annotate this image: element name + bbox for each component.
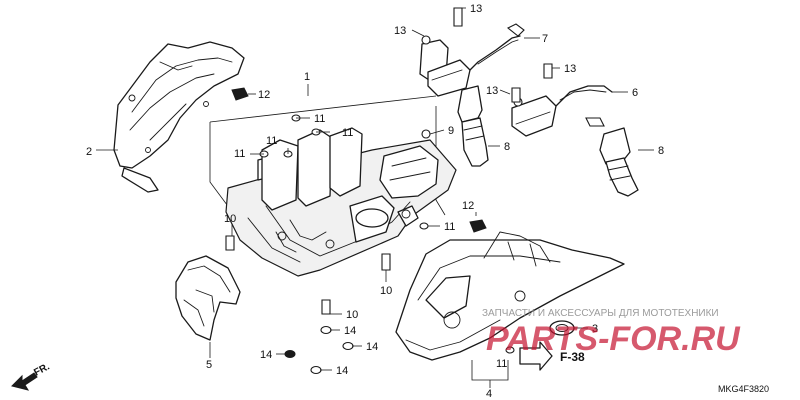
leader-lines	[96, 7, 654, 388]
air-duct	[175, 255, 241, 341]
callout-7: 7	[542, 33, 548, 45]
callout-10c: 10	[346, 309, 358, 321]
side-cover-left	[113, 41, 245, 193]
hardware-fasteners	[225, 7, 553, 375]
callout-14b: 14	[344, 325, 356, 337]
callout-11d: 11	[234, 148, 245, 160]
plug-cap-8b	[599, 127, 639, 197]
callout-2: 2	[86, 146, 92, 158]
callout-3: 3	[592, 323, 598, 335]
callout-13a: 13	[470, 3, 482, 15]
callout-13c: 13	[564, 63, 576, 75]
callout-10b: 10	[380, 285, 392, 297]
callout-11a: 11	[314, 113, 325, 125]
direction-label: FR.	[32, 361, 52, 378]
front-direction-indicator: FR.	[11, 361, 52, 391]
watermark-tagline: ЗАПЧАСТИ И АКСЕССУАРЫ ДЛЯ МОТОТЕХНИКИ	[482, 308, 719, 319]
callout-14d: 14	[336, 365, 348, 377]
callout-8b: 8	[658, 145, 664, 157]
callout-13d: 13	[486, 85, 498, 97]
callout-11f: 11	[496, 358, 507, 370]
callout-4: 4	[486, 388, 492, 400]
air-cleaner-housing	[225, 127, 457, 277]
reference-label: F-38	[560, 350, 585, 364]
callout-11c: 11	[266, 135, 277, 147]
callout-9: 9	[448, 125, 454, 137]
callout-12b: 12	[462, 200, 474, 212]
ignition-coil-7	[419, 23, 525, 97]
ignition-coil-6	[511, 85, 613, 137]
callout-8a: 8	[504, 141, 510, 153]
side-cover-right	[395, 231, 625, 361]
callout-6: 6	[632, 87, 638, 99]
reference-arrow: F-38	[519, 341, 585, 371]
callout-14a: 14	[260, 349, 272, 361]
callout-5: 5	[206, 359, 212, 371]
callout-14c: 14	[366, 341, 378, 353]
callout-11b: 11	[342, 127, 353, 139]
plug-cap-8a	[457, 85, 489, 167]
watermark-site: PARTS-FOR.RU	[486, 320, 741, 358]
callout-11e: 11	[444, 221, 455, 233]
callout-1: 1	[304, 71, 310, 83]
callout-12a: 12	[258, 89, 270, 101]
callout-10a: 10	[224, 213, 236, 225]
callout-13b: 13	[394, 25, 406, 37]
diagram-code: MKG4F3820	[718, 384, 769, 394]
